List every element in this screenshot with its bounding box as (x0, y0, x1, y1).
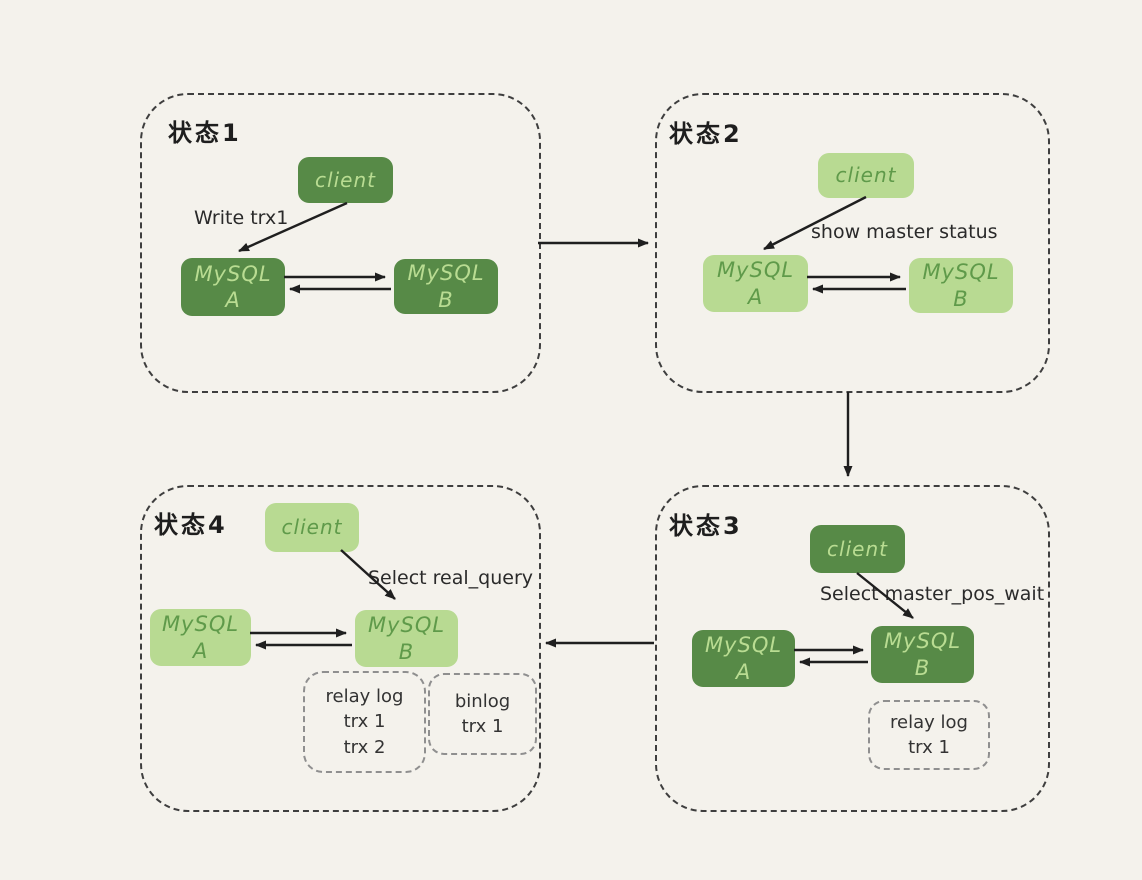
mysql-a-node: MySQL A (692, 630, 795, 687)
client-node: client (810, 525, 905, 573)
mysql-name: MySQL (367, 613, 446, 638)
mysql-id: A (192, 638, 209, 663)
relay-log-box: relay log trx 1 trx 2 (303, 671, 426, 773)
mysql-b-node: MySQL B (909, 258, 1013, 313)
panel-title: 状态1 (168, 119, 242, 147)
log-line: trx 1 (461, 716, 504, 737)
mysql-name: MySQL (716, 258, 795, 283)
panel-state2: 状态2 client show master status MySQL A My… (655, 93, 1050, 393)
action-label: Select real_query (368, 567, 534, 589)
mysql-name: MySQL (161, 612, 240, 637)
mysql-a-node: MySQL A (181, 258, 285, 316)
mysql-name: MySQL (194, 261, 272, 286)
action-label: Write trx1 (194, 207, 289, 229)
client-label: client (315, 167, 376, 192)
panel-state4: 状态4 client Select real_query MySQL A MyS… (140, 485, 541, 812)
mysql-id: B (914, 655, 931, 680)
mysql-id: B (438, 287, 454, 312)
panel-title: 状态3 (669, 512, 743, 540)
binlog-box: binlog trx 1 (428, 673, 537, 755)
log-line: relay log (890, 711, 968, 733)
client-node: client (298, 157, 393, 203)
client-label: client (281, 515, 343, 539)
mysql-id: A (225, 288, 241, 312)
log-line: trx 1 (908, 737, 950, 758)
log-line: binlog (454, 690, 511, 712)
action-label: show master status (811, 221, 998, 243)
panel-title: 状态2 (669, 120, 743, 148)
panel-state1: 状态1 client Write trx1 MySQL A MySQL B (140, 93, 541, 393)
log-line: trx 2 (343, 736, 386, 758)
mysql-b-node: MySQL B (871, 626, 974, 683)
log-line: trx 1 (343, 711, 386, 733)
mysql-a-node: MySQL A (703, 255, 808, 312)
mysql-id: B (398, 639, 415, 664)
mysql-b-node: MySQL B (355, 610, 458, 667)
relay-log-box: relay log trx 1 (868, 700, 990, 770)
mysql-name: MySQL (407, 261, 485, 286)
log-line: relay log (325, 686, 404, 708)
mysql-id: A (747, 284, 764, 309)
mysql-id: A (735, 659, 752, 684)
client-label: client (835, 163, 897, 187)
mysql-a-node: MySQL A (150, 609, 251, 666)
mysql-name: MySQL (704, 633, 783, 658)
client-label: client (827, 536, 888, 561)
panel-state3: 状态3 client Select master_pos_wait MySQL … (655, 485, 1050, 812)
panel-title: 状态4 (154, 511, 228, 539)
client-node: client (818, 153, 914, 198)
mysql-name: MySQL (883, 629, 962, 654)
action-label: Select master_pos_wait (820, 583, 1045, 605)
mysql-b-node: MySQL B (394, 259, 498, 314)
mysql-name: MySQL (922, 260, 1000, 285)
client-node: client (265, 503, 359, 552)
mysql-id: B (953, 286, 969, 311)
